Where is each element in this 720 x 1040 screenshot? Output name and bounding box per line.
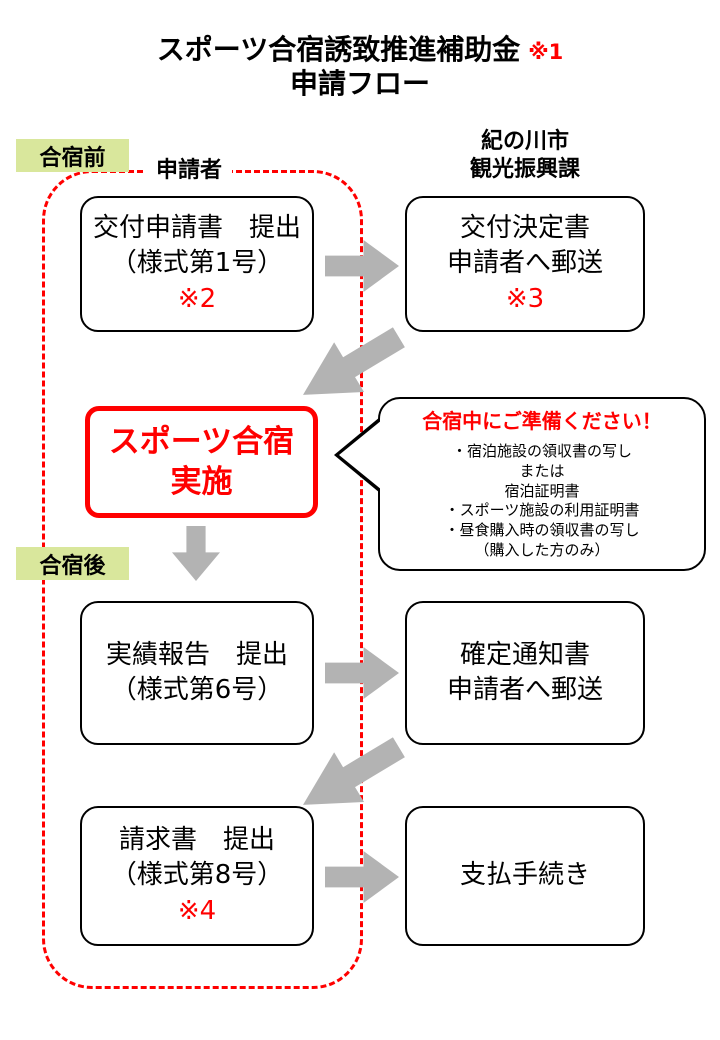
box-camp-line2: 実施 — [170, 464, 233, 500]
box-grant-decision: 交付決定書 申請者へ郵送 ※3 — [405, 196, 645, 332]
stage-label-after-camp: 合宿後 — [16, 547, 129, 580]
box-invoice-line2: （様式第8号） — [110, 860, 284, 891]
page-title-text: スポーツ合宿誘致推進補助金 — [156, 33, 521, 66]
callout-line: （購入した方のみ） — [474, 540, 610, 559]
box-grant-decision-note: ※3 — [505, 283, 545, 314]
page-title: スポーツ合宿誘致推進補助金 ※1 — [0, 28, 720, 68]
callout-title: 合宿中にご準備ください！ — [422, 409, 662, 433]
preparation-callout: 合宿中にご準備ください！ ・宿泊施設の領収書の写し または 宿泊証明書 ・スポー… — [334, 397, 706, 571]
box-camp-execution: スポーツ合宿 実施 — [85, 406, 318, 518]
box-camp-line1: スポーツ合宿 — [108, 423, 295, 460]
box-application-line1: 交付申請書 提出 — [92, 213, 301, 244]
callout-line: 宿泊証明書 — [504, 481, 580, 500]
box-application-submit: 交付申請書 提出 （様式第1号） ※2 — [80, 196, 314, 332]
box-grant-decision-line1: 交付決定書 — [459, 213, 590, 244]
box-grant-decision-line2: 申請者へ郵送 — [446, 248, 603, 279]
callout-line: ・宿泊施設の領収書の写し — [451, 442, 632, 460]
box-result-report-line1: 実績報告 提出 — [105, 639, 288, 670]
box-application-line2: （様式第1号） — [110, 248, 284, 279]
box-confirm-notice-line1: 確定通知書 — [459, 639, 590, 670]
box-invoice-submit: 請求書 提出 （様式第8号） ※4 — [80, 806, 314, 946]
callout-pointer-fill — [339, 420, 382, 490]
box-confirm-notice: 確定通知書 申請者へ郵送 — [405, 601, 645, 745]
page-subtitle: 申請フロー — [289, 67, 430, 100]
callout-line: または — [519, 461, 565, 480]
box-invoice-line1: 請求書 提出 — [118, 825, 275, 856]
column-header-city: 紀の川市 観光振興課 — [420, 128, 630, 183]
box-invoice-note: ※4 — [177, 895, 217, 926]
city-division: 観光振興課 — [469, 156, 580, 182]
column-header-applicant: 申請者 — [146, 152, 233, 184]
box-payment-procedure: 支払手続き — [405, 806, 645, 946]
city-name: 紀の川市 — [480, 129, 569, 154]
box-result-report: 実績報告 提出 （様式第6号） — [80, 601, 314, 745]
box-result-report-line2: （様式第6号） — [110, 675, 284, 705]
callout-line: ・スポーツ施設の利用証明書 — [444, 501, 640, 520]
box-payment-line1: 支払手続き — [459, 860, 590, 891]
title-note-1: ※1 — [528, 40, 564, 64]
stage-label-before-camp: 合宿前 — [16, 139, 129, 172]
callout-line: ・昼食購入時の領収書の写し — [444, 521, 640, 540]
box-application-note: ※2 — [177, 283, 217, 314]
box-confirm-notice-line2: 申請者へ郵送 — [446, 675, 603, 705]
